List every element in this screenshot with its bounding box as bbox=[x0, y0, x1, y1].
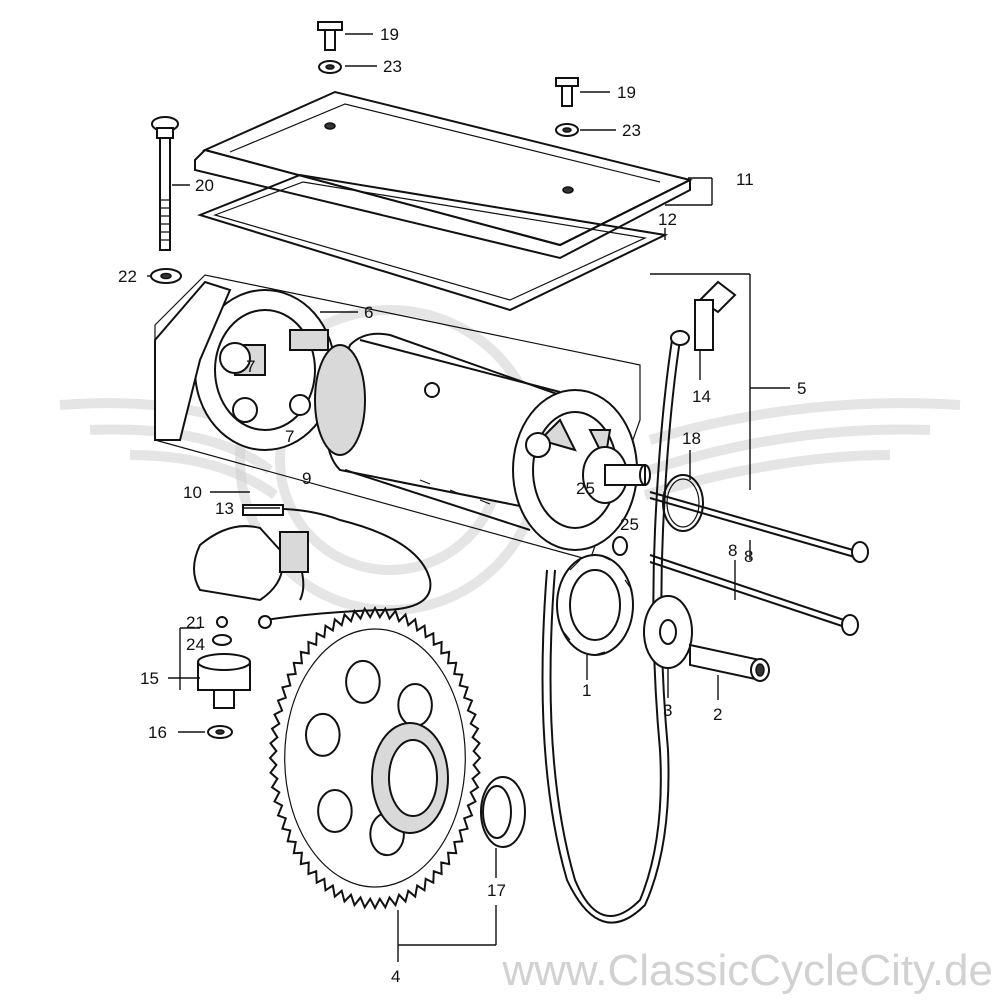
callout-label: 7 bbox=[285, 427, 294, 446]
long-bolt bbox=[151, 116, 179, 251]
large-gear-hole bbox=[317, 789, 353, 833]
callout-label: 5 bbox=[797, 379, 806, 398]
callout-label: 23 bbox=[383, 57, 402, 76]
leader-lines bbox=[147, 33, 790, 962]
small-gear bbox=[556, 536, 634, 656]
starter-cable bbox=[541, 280, 737, 924]
small-bolts bbox=[317, 21, 579, 107]
callout-label: 7 bbox=[246, 357, 255, 376]
cover-plate bbox=[194, 90, 693, 260]
watermark-text: www.ClassicCycleCity.de bbox=[501, 946, 993, 995]
callout-label: 25 bbox=[576, 479, 595, 498]
callout-labels: 19 23 19 23 20 11 12 22 6 7 7 5 14 9 18 … bbox=[118, 25, 806, 986]
callout-label: 10 bbox=[183, 483, 202, 502]
callout-label: 19 bbox=[617, 83, 636, 102]
large-gear-hole bbox=[345, 659, 381, 704]
callout-label: 20 bbox=[195, 176, 214, 195]
callout-label: 12 bbox=[658, 210, 677, 229]
neutral-switch bbox=[197, 616, 251, 739]
callout-label: 24 bbox=[186, 635, 205, 654]
callout-label: 18 bbox=[682, 429, 701, 448]
washers bbox=[150, 60, 579, 284]
callout-label: 16 bbox=[148, 723, 167, 742]
large-gear-hole bbox=[305, 712, 341, 757]
callout-label: 22 bbox=[118, 267, 137, 286]
large-gear-rim bbox=[284, 628, 466, 888]
wiring-harness bbox=[193, 504, 432, 629]
callout-label: 13 bbox=[215, 499, 234, 518]
callout-label: 19 bbox=[380, 25, 399, 44]
thrust-washer bbox=[643, 595, 693, 669]
through-bolts bbox=[649, 491, 869, 636]
callout-label: 14 bbox=[692, 387, 711, 406]
callout-label: 6 bbox=[364, 303, 373, 322]
callout-label: 3 bbox=[663, 701, 672, 720]
large-gear-hole bbox=[397, 683, 433, 727]
callout-label: 9 bbox=[302, 469, 311, 488]
callout-label: 17 bbox=[487, 881, 506, 900]
starter-motor bbox=[154, 274, 651, 561]
large-gear-bore bbox=[388, 739, 438, 817]
callout-label: 8 bbox=[728, 541, 737, 560]
callout-label: 23 bbox=[622, 121, 641, 140]
callout-label: 15 bbox=[140, 669, 159, 688]
callout-label: 4 bbox=[391, 967, 400, 986]
callout-label: 1 bbox=[582, 681, 591, 700]
callout-label: 2 bbox=[713, 705, 722, 724]
spacer-sleeve bbox=[689, 643, 770, 682]
bushing bbox=[480, 776, 526, 848]
large-gear bbox=[268, 605, 482, 911]
callout-label: 11 bbox=[736, 170, 754, 189]
callout-label: 21 bbox=[186, 613, 205, 632]
callout-label: 25 bbox=[620, 515, 639, 534]
callout-label: 8 bbox=[744, 547, 753, 566]
